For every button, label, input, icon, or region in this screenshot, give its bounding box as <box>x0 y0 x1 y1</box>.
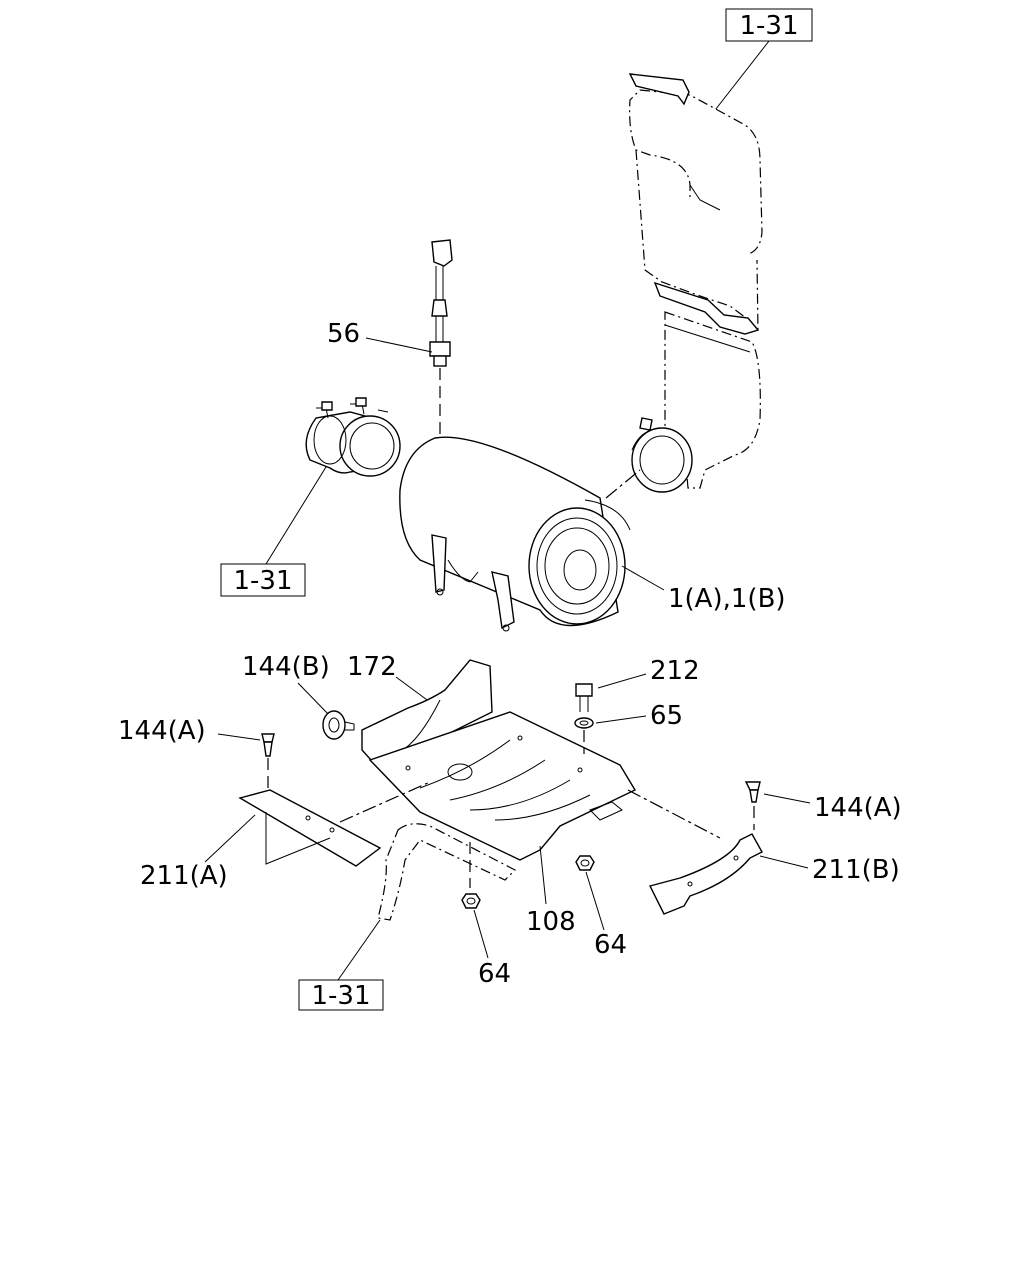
label-212: 212 <box>650 656 700 686</box>
leader-left-ref <box>265 466 327 565</box>
leader-144a-right <box>763 793 811 804</box>
reference-box-bottom-frame <box>298 979 384 1011</box>
label-172: 172 <box>347 652 397 682</box>
outlet-centerline <box>605 469 641 499</box>
reference-box-left-text: 1-31 <box>233 566 292 596</box>
label-211a: 211(A) <box>140 861 228 891</box>
label-56: 56 <box>327 319 360 349</box>
label-144b: 144(B) <box>242 652 330 682</box>
plate-211a <box>238 789 382 867</box>
leader-65 <box>595 715 647 724</box>
hose-with-clamps <box>305 397 401 477</box>
sensor-56 <box>429 239 453 460</box>
nut-64-right <box>575 855 595 871</box>
leader-211b <box>759 855 809 869</box>
leader-144b <box>297 682 331 717</box>
bracket-108 <box>368 711 636 861</box>
plate-a-centerline <box>339 781 431 823</box>
reference-box-left-frame <box>220 563 306 597</box>
reference-box-top: 1-31 <box>711 8 813 115</box>
label-64-right: 64 <box>594 930 627 960</box>
lower-pipe <box>377 823 517 921</box>
bolt-212 <box>575 683 593 712</box>
intake-duct <box>628 73 763 493</box>
leader-air-cleaner <box>621 565 665 591</box>
leader-212 <box>597 673 647 689</box>
clip-144b <box>322 710 355 740</box>
reference-box-bottom-text: 1-31 <box>311 981 370 1011</box>
leader-64-left <box>473 909 489 959</box>
clip-144a-left <box>261 733 275 757</box>
leader-211a <box>204 814 256 863</box>
leader-64-right <box>585 871 605 931</box>
label-64-left: 64 <box>478 959 511 989</box>
clip-144a-right <box>744 781 761 803</box>
leader-108 <box>539 845 547 905</box>
label-211b: 211(B) <box>812 855 900 885</box>
reference-box-bottom: 1-31 <box>298 919 384 1011</box>
leader-56 <box>365 337 433 353</box>
air-cleaner <box>399 436 641 632</box>
leader-bottom-ref <box>337 919 381 981</box>
label-65: 65 <box>650 701 683 731</box>
nut-64-left <box>461 893 481 909</box>
washer-65 <box>574 717 594 729</box>
label-144a-left: 144(A) <box>118 716 206 746</box>
plate-b-centerline <box>627 789 721 839</box>
reference-box-left: 1-31 <box>220 466 327 597</box>
plate-211b <box>648 833 763 915</box>
leader-top-ref <box>711 40 770 115</box>
leader-144a-left <box>217 733 261 741</box>
label-108: 108 <box>526 907 576 937</box>
label-air-cleaner: 1(A),1(B) <box>668 584 786 614</box>
reference-box-top-text: 1-31 <box>739 11 798 41</box>
label-144a-right: 144(A) <box>814 793 902 823</box>
